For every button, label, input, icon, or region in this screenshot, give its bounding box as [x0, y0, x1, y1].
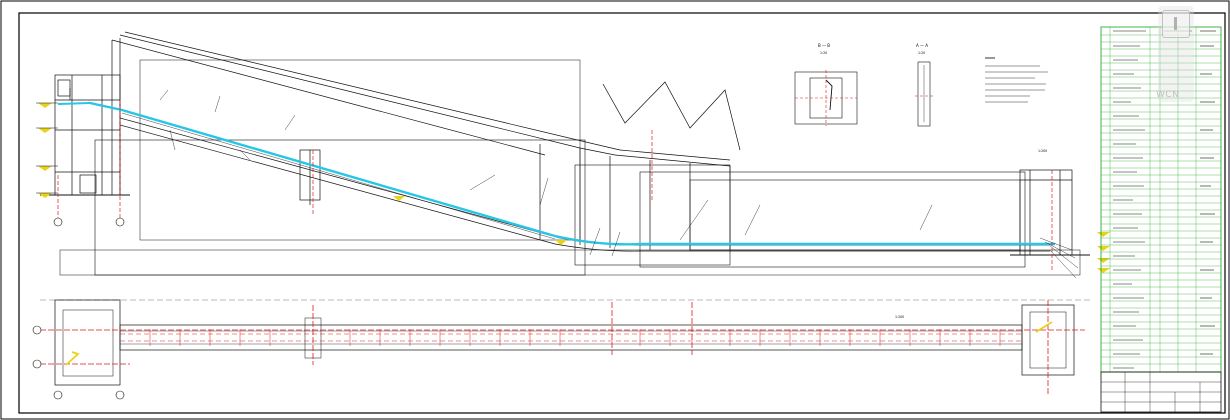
- section-detail-b: [794, 70, 858, 126]
- watermark-badge: [1158, 6, 1194, 102]
- plan-gallery: [119, 324, 1023, 351]
- section-a-scale: 1:20: [918, 51, 925, 55]
- plan-scale-note: 1:200: [895, 315, 904, 319]
- tail-house: [1019, 169, 1073, 256]
- watermark-text: WCN: [1156, 90, 1180, 100]
- elevation-axis-lines: [57, 100, 1053, 270]
- elevation-axis-bubbles: [53, 217, 125, 227]
- plan-axis-bubbles: [32, 325, 125, 400]
- notes-block: [985, 57, 1048, 103]
- leader-lines: [159, 89, 1079, 279]
- plan-axis-lines: [40, 300, 1085, 395]
- material-table-cell-marks: [1113, 30, 1216, 369]
- watermark-logo-icon: [1162, 10, 1190, 38]
- elevation-markers: [36, 102, 1110, 273]
- plan-view: [40, 299, 1090, 386]
- break-line: [602, 81, 741, 151]
- material-table-rows: [1101, 27, 1221, 372]
- title-block: [1100, 26, 1222, 413]
- plan-rollers: [149, 329, 1001, 346]
- conveyor-belt: [57, 101, 1055, 246]
- section-detail-a: [915, 61, 934, 127]
- section-b-label: B — B: [818, 43, 830, 48]
- elevation-scale-note: 1:200: [1038, 149, 1047, 153]
- chute-mark-left: [65, 351, 80, 366]
- section-b-scale: 1:20: [820, 51, 827, 55]
- head-house: [54, 74, 121, 196]
- section-a-label: A — A: [916, 43, 928, 48]
- chute-mark-right: [1035, 321, 1053, 333]
- plan-head-house: [54, 299, 121, 386]
- plan-belt-dashed: [120, 333, 1022, 342]
- inner-border: [18, 12, 1226, 414]
